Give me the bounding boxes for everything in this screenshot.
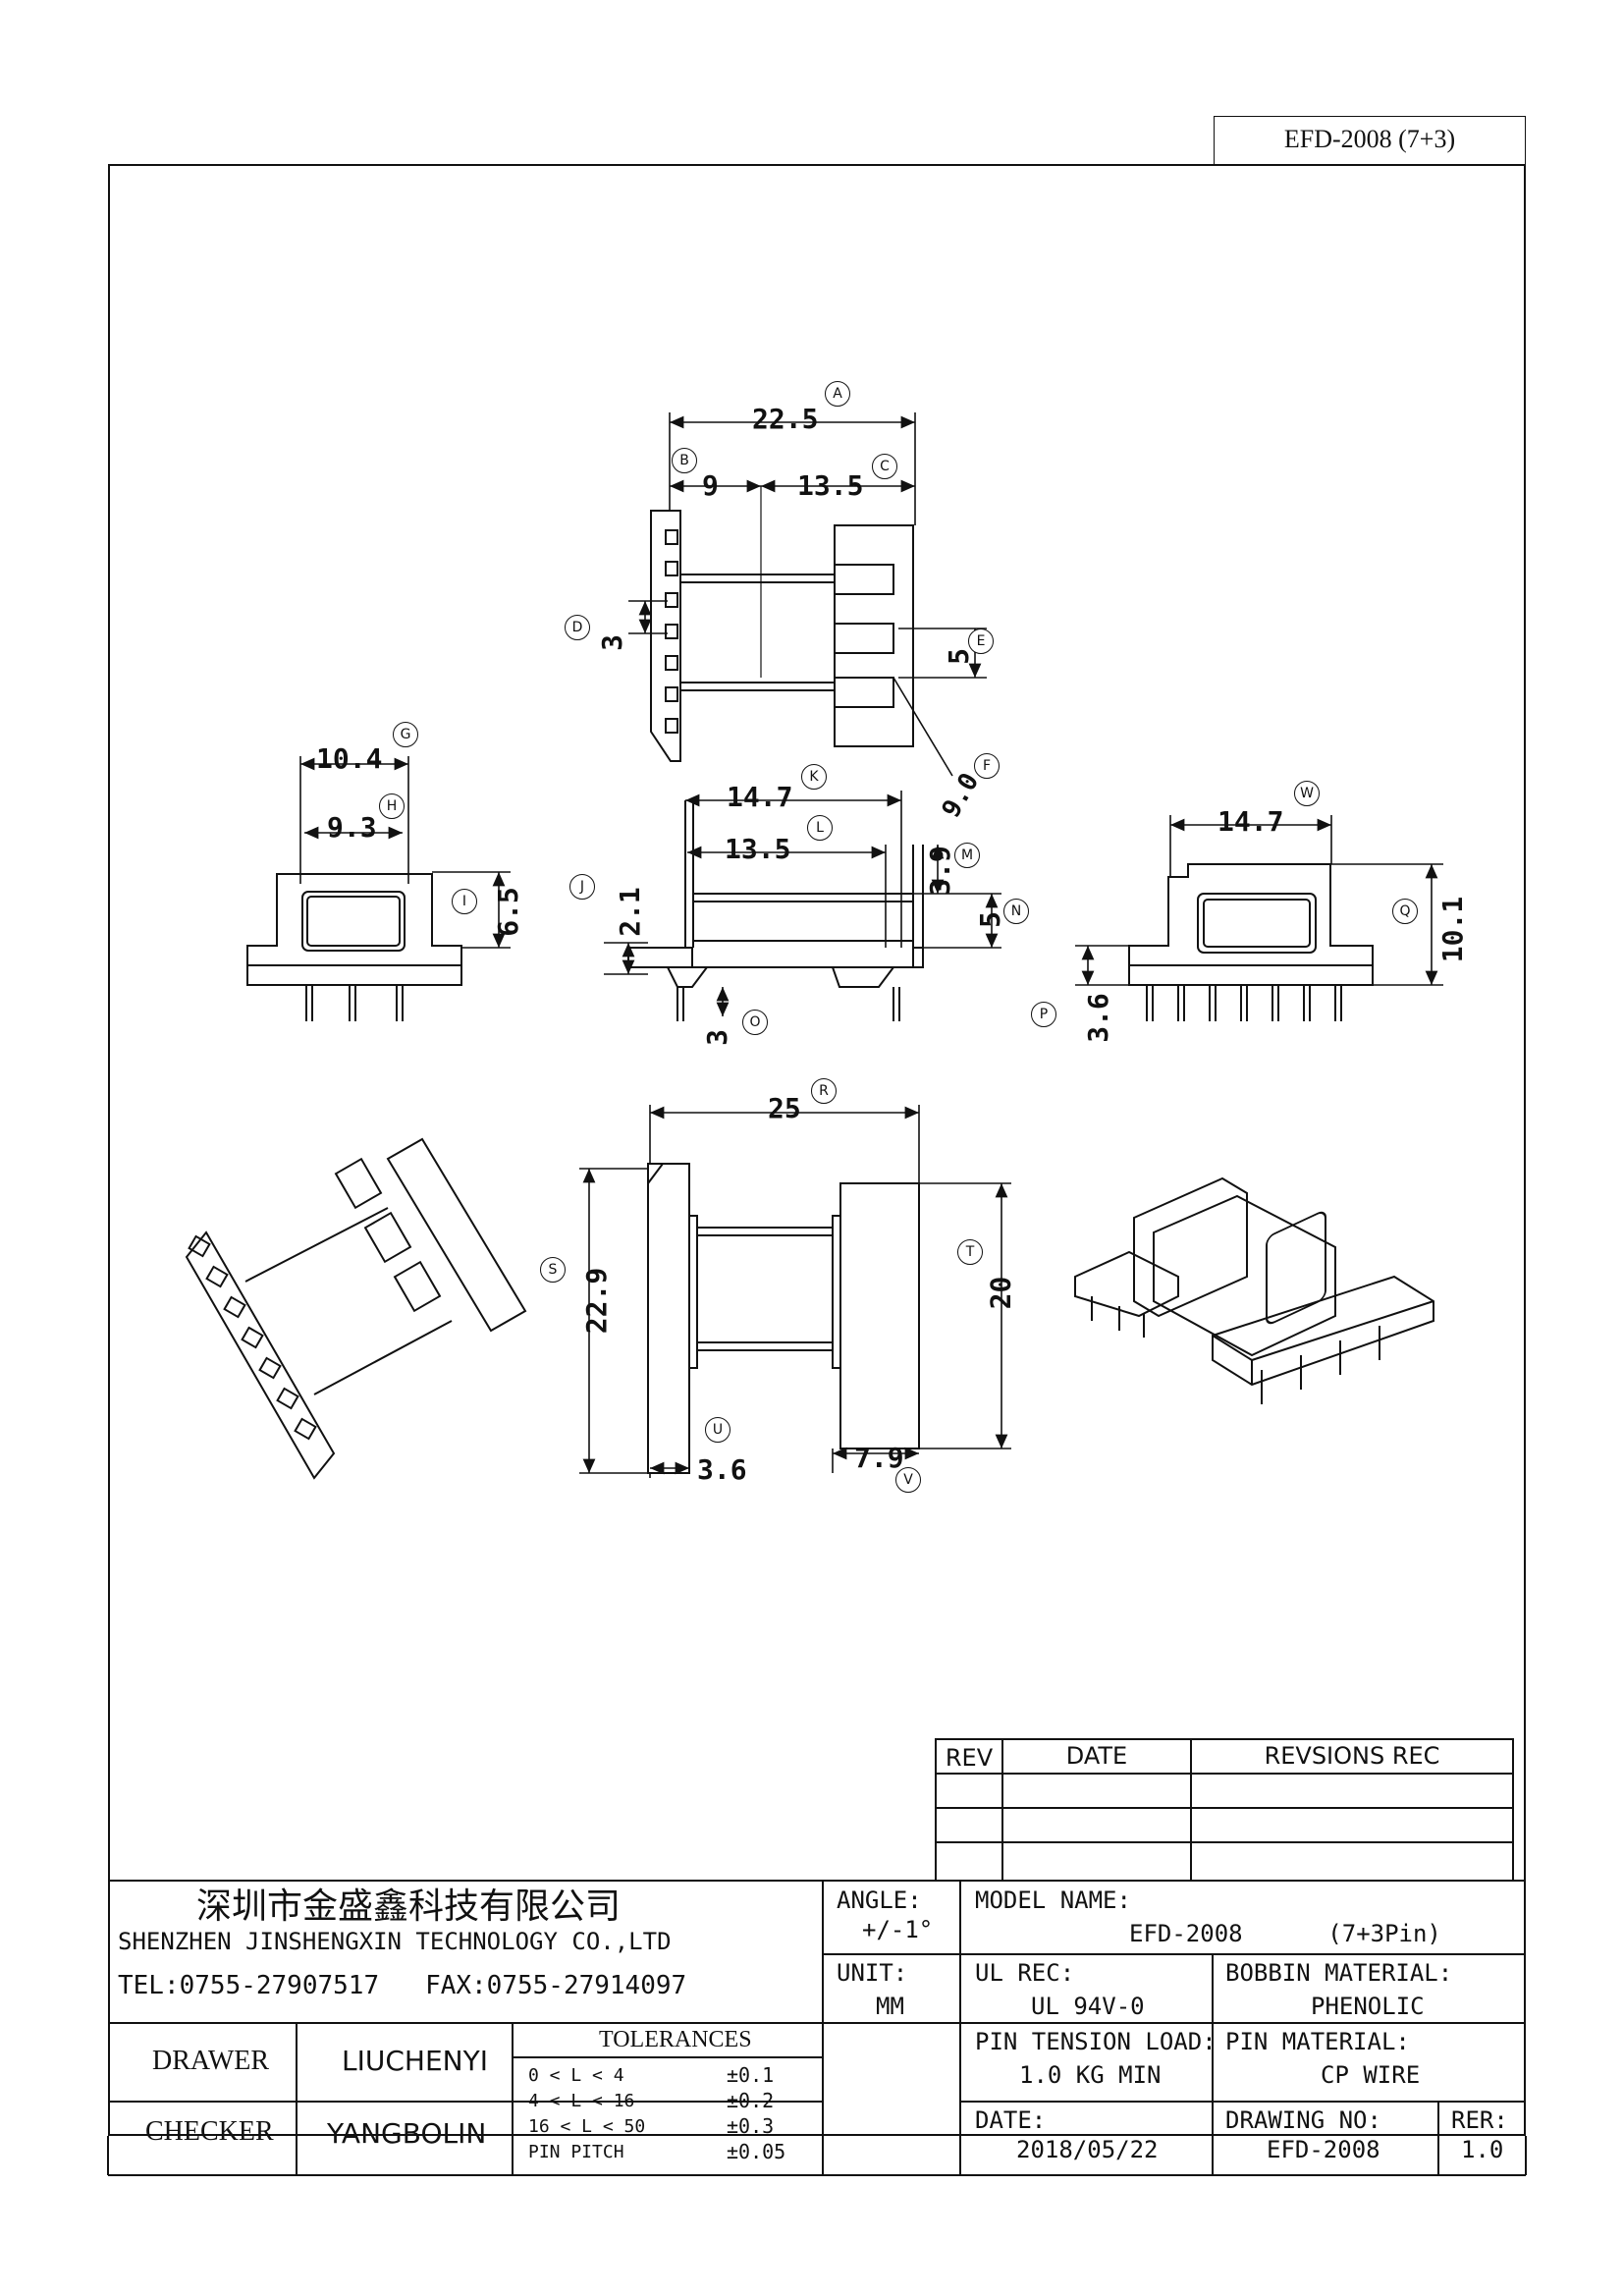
drawing-frame — [108, 164, 1526, 2136]
tolerance-range-4: PIN PITCH — [528, 2142, 624, 2162]
pin-tension-label: PIN TENSION LOAD: — [975, 2028, 1217, 2055]
marker-r: R — [811, 1078, 837, 1104]
marker-o: O — [742, 1010, 768, 1035]
dim-c: 13.5 — [797, 469, 864, 502]
marker-q: Q — [1392, 899, 1418, 924]
marker-m: M — [954, 843, 980, 868]
tolerance-value-1: ±0.1 — [727, 2063, 775, 2087]
dim-u: 3.6 — [697, 1453, 747, 1486]
isometric-left — [185, 1137, 527, 1480]
drawer-value: LIUCHENYI — [342, 2045, 488, 2077]
tolerances-label: TOLERANCES — [599, 2027, 752, 2052]
drawing-no-label: DRAWING NO: — [1225, 2106, 1381, 2134]
marker-f: F — [974, 753, 1000, 779]
bobbin-material-value: PHENOLIC — [1311, 1993, 1425, 2020]
dim-w: 14.7 — [1217, 805, 1284, 838]
marker-h: H — [379, 793, 405, 819]
dim-h: 9.3 — [327, 811, 377, 844]
tolerance-value-2: ±0.2 — [727, 2089, 775, 2112]
dim-a: 22.5 — [752, 403, 819, 435]
company-name-cn: 深圳市金盛鑫科技有限公司 — [196, 1886, 622, 1926]
angle-value: +/-1° — [862, 1916, 934, 1943]
bottom-view-dimensions — [579, 1105, 1011, 1478]
rev-header-date: DATE — [1065, 1742, 1128, 1770]
marker-a: A — [825, 381, 850, 407]
marker-j: J — [569, 874, 595, 900]
tolerance-value-4: ±0.05 — [727, 2140, 786, 2163]
marker-e: E — [968, 629, 994, 654]
pin-material-value: CP WIRE — [1321, 2061, 1421, 2089]
marker-l: L — [807, 815, 833, 841]
side-view-left-dimensions — [299, 756, 511, 949]
tolerance-range-3: 16 < L < 50 — [528, 2116, 646, 2137]
revision-table-lines — [935, 1738, 1514, 1882]
header-tag-text: EFD-2008 (7+3) — [1283, 125, 1456, 153]
iso-left-pins — [188, 1234, 317, 1441]
tolerance-range-2: 4 < L < 16 — [528, 2091, 635, 2111]
ul-rec-value: UL 94V-0 — [1031, 1993, 1145, 2020]
marker-p: P — [1031, 1002, 1056, 1027]
dim-b: 9 — [702, 469, 719, 502]
drawing-header-tag: EFD-2008 (7+3) — [1214, 116, 1526, 165]
rer-value: 1.0 — [1461, 2136, 1504, 2163]
isometric-right — [1074, 1176, 1434, 1404]
marker-n: N — [1003, 899, 1029, 924]
checker-value: YANGBOLIN — [327, 2117, 487, 2150]
marker-c: C — [872, 454, 897, 479]
dim-g: 10.4 — [316, 742, 383, 775]
top-view-pins — [665, 529, 678, 734]
unit-label: UNIT: — [837, 1959, 908, 1987]
marker-d: D — [565, 615, 590, 640]
date-value: 2018/05/22 — [1016, 2136, 1159, 2163]
rev-header-rev: REV — [945, 1744, 994, 1772]
marker-i: I — [452, 889, 477, 914]
rer-label: RER: — [1451, 2106, 1508, 2134]
drawer-label: DRAWER — [152, 2046, 270, 2076]
rev-header-rec: REVSIONS REC — [1264, 1742, 1440, 1770]
marker-w: W — [1294, 781, 1320, 806]
pin-material-label: PIN MATERIAL: — [1225, 2028, 1410, 2055]
company-contact: TEL:0755-27907517 FAX:0755-27914097 — [118, 1971, 687, 2000]
drawing-no-value: EFD-2008 — [1267, 2136, 1380, 2163]
dim-l: 13.5 — [725, 833, 791, 865]
tolerance-range-1: 0 < L < 4 — [528, 2065, 624, 2086]
title-block-lines — [108, 1880, 1526, 2136]
side-view-left — [246, 873, 462, 1021]
front-view-center — [627, 800, 924, 1021]
marker-b: B — [672, 448, 697, 473]
dim-k: 14.7 — [727, 781, 793, 813]
model-name-label: MODEL NAME: — [975, 1886, 1131, 1914]
tolerance-value-3: ±0.3 — [727, 2114, 775, 2138]
side-view-right-dimensions — [1075, 815, 1443, 986]
marker-g: G — [393, 722, 418, 747]
dim-v: 7.9 — [854, 1442, 904, 1474]
angle-label: ANGLE: — [837, 1886, 922, 1914]
marker-u: U — [705, 1417, 730, 1443]
date-label: DATE: — [975, 2106, 1047, 2134]
model-name-value: EFD-2008 (7+3Pin) — [1129, 1920, 1441, 1947]
marker-v: V — [895, 1467, 921, 1493]
marker-s: S — [540, 1257, 566, 1283]
side-view-right — [1128, 863, 1374, 1021]
marker-t: T — [957, 1239, 983, 1265]
unit-value: MM — [876, 1993, 904, 2020]
front-view-center-dimensions — [604, 791, 1001, 1016]
marker-k: K — [801, 764, 827, 790]
ul-rec-label: UL REC: — [975, 1959, 1075, 1987]
bobbin-material-label: BOBBIN MATERIAL: — [1225, 1959, 1453, 1987]
side-view-right-pins — [1146, 985, 1342, 1021]
dim-r: 25 — [768, 1092, 801, 1124]
checker-label: CHECKER — [145, 2116, 274, 2147]
pin-tension-value: 1.0 KG MIN — [1019, 2061, 1162, 2089]
company-name-en: SHENZHEN JINSHENGXIN TECHNOLOGY CO.,LTD — [118, 1928, 672, 1955]
